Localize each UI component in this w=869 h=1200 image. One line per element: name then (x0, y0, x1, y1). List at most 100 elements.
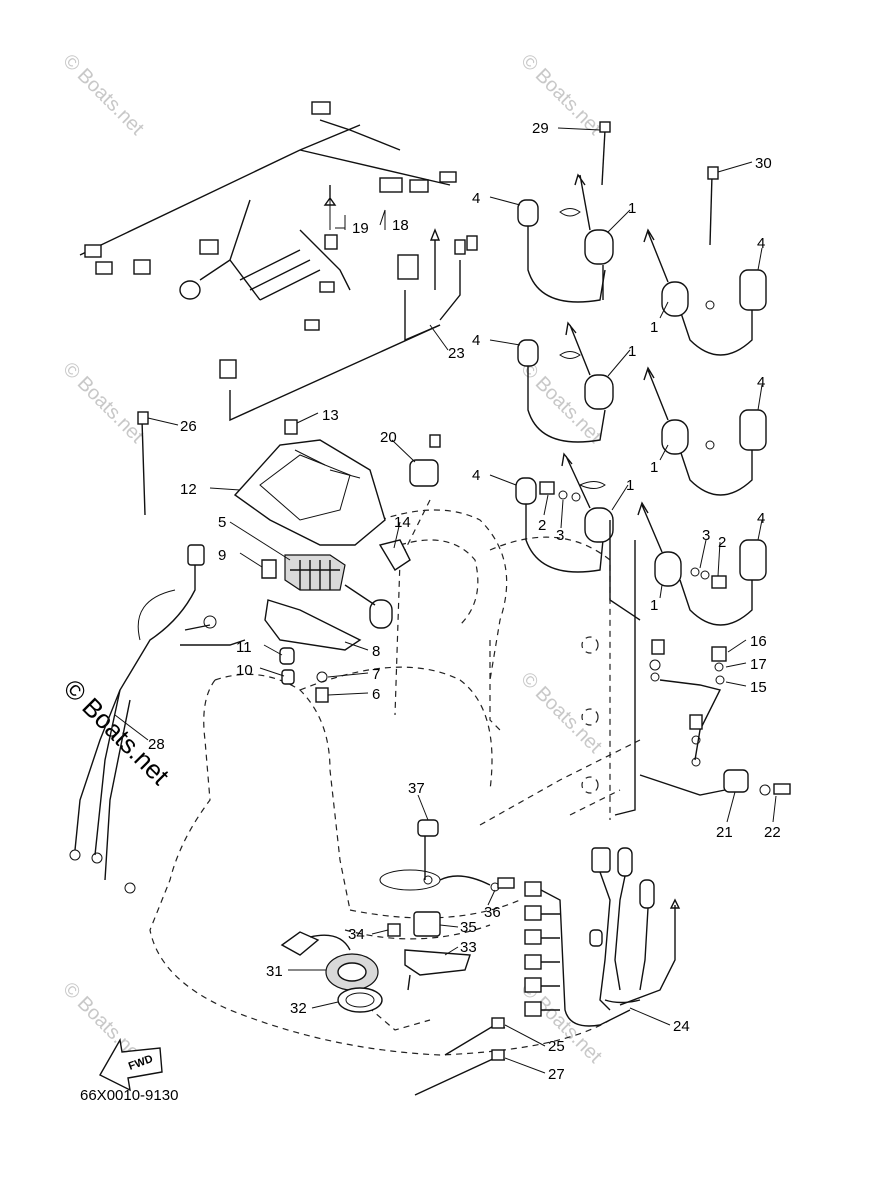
plug-cap (517, 339, 539, 367)
callout-4: 4 (757, 235, 765, 252)
callout-labels: 29 30 4 1 4 1 4 1 4 1 4 1 4 1 2 3 3 2 16… (148, 120, 781, 1083)
callout-29: 29 (532, 120, 549, 137)
seal-32 (337, 987, 383, 1013)
connector (524, 1001, 542, 1017)
callout-13: 13 (322, 407, 339, 424)
bolt-22 (773, 783, 791, 795)
plug-cap (739, 539, 767, 581)
watermark: © Boats.net (58, 50, 148, 140)
callout-28: 28 (148, 736, 165, 753)
callout-37: 37 (408, 780, 425, 797)
bolt-34 (387, 923, 401, 937)
switch-35 (413, 911, 441, 937)
callout-8: 8 (372, 643, 380, 660)
callout-36: 36 (484, 904, 501, 921)
callout-9: 9 (218, 547, 226, 564)
callout-34: 34 (348, 926, 365, 943)
bolt (711, 575, 727, 589)
connector (319, 281, 335, 293)
connector (454, 239, 466, 255)
ignition-coil (661, 281, 689, 317)
callout-2: 2 (718, 534, 726, 551)
callout-24: 24 (673, 1018, 690, 1035)
callout-25: 25 (548, 1038, 565, 1055)
bolt (429, 434, 441, 448)
callout-15: 15 (750, 679, 767, 696)
callout-4: 4 (757, 374, 765, 391)
callout-20: 20 (380, 429, 397, 446)
callout-1: 1 (628, 200, 636, 217)
callout-6: 6 (372, 686, 380, 703)
sensor (179, 280, 201, 300)
bolt (689, 714, 703, 730)
callout-4: 4 (757, 510, 765, 527)
collar-10 (281, 669, 295, 685)
plug-cap (739, 269, 767, 311)
tie-27 (491, 1049, 505, 1061)
connector (524, 977, 542, 993)
connector (524, 881, 542, 897)
connector (84, 244, 102, 258)
callout-30: 30 (755, 155, 772, 172)
callout-7: 7 (372, 666, 380, 683)
callout-10: 10 (236, 662, 253, 679)
callout-2: 2 (538, 517, 546, 534)
bolt (539, 481, 555, 495)
ignition-coil (661, 419, 689, 455)
sensor (369, 599, 393, 629)
callout-17: 17 (750, 656, 767, 673)
screw-13 (284, 419, 298, 435)
connector (219, 359, 237, 379)
connector (409, 179, 429, 193)
bolt-6 (315, 687, 329, 703)
ignition-coil (654, 551, 682, 587)
callout-35: 35 (460, 919, 477, 936)
callout-4: 4 (472, 467, 480, 484)
callout-3: 3 (556, 527, 564, 544)
ground-parts (639, 639, 791, 796)
tie-29 (599, 121, 611, 133)
bolt-9 (261, 559, 277, 579)
wire-harness (79, 101, 478, 422)
connector (524, 954, 542, 970)
engine-outline (137, 499, 641, 1056)
connector (591, 847, 611, 873)
connector (589, 929, 603, 947)
tie-25 (491, 1017, 505, 1029)
callout-1: 1 (650, 597, 658, 614)
ignition-coils (515, 173, 767, 816)
callout-27: 27 (548, 1066, 565, 1083)
callout-18: 18 (392, 217, 409, 234)
callout-22: 22 (764, 824, 781, 841)
cover-12 (233, 439, 386, 546)
connector (617, 847, 633, 877)
grommet-11 (279, 647, 295, 665)
rectifier-5 (284, 554, 346, 591)
bolt (651, 639, 665, 655)
connector (280, 931, 320, 956)
bolt-16 (711, 646, 727, 662)
connector (639, 879, 655, 909)
callout-1: 1 (650, 319, 658, 336)
fwd-arrow: FWD (99, 1037, 163, 1092)
leader-lines (114, 127, 777, 1074)
callout-16: 16 (750, 633, 767, 650)
clamp-14 (378, 539, 411, 571)
plug-cap (739, 409, 767, 451)
clamp-21 (723, 769, 749, 793)
connector (497, 877, 515, 889)
rectifier-assembly (69, 419, 441, 894)
connector (133, 259, 151, 275)
plug-cap (517, 199, 539, 227)
callout-26: 26 (180, 418, 197, 435)
bracket-8 (264, 599, 362, 651)
tie-30 (707, 166, 719, 180)
callout-11: 11 (236, 639, 252, 656)
connector (439, 171, 457, 183)
ignition-coil (584, 507, 614, 543)
relay (397, 254, 419, 280)
watermark: © Boats.net (516, 668, 606, 758)
connector (466, 235, 478, 251)
callout-12: 12 (180, 481, 197, 498)
callout-5: 5 (218, 514, 226, 531)
